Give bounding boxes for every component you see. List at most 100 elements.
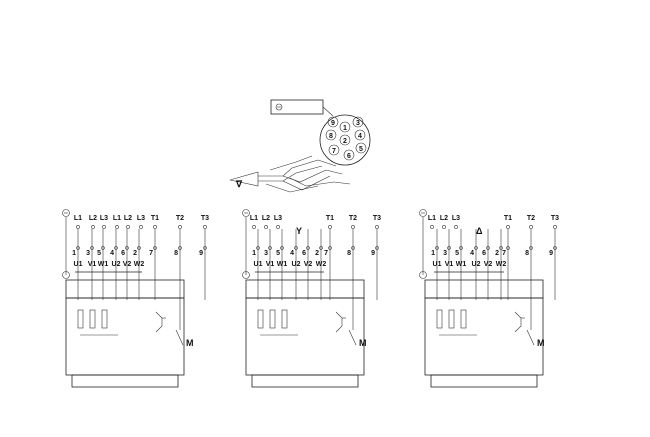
pin-terminal — [280, 246, 284, 250]
svg-text:2: 2 — [343, 138, 347, 145]
pin-number: 8 — [347, 250, 351, 257]
plug-pin-3: 3 — [352, 116, 364, 128]
pin-number: 8 — [525, 250, 529, 257]
top-terminal — [153, 225, 157, 229]
pin-terminal — [178, 246, 182, 250]
winding-coil — [89, 309, 96, 329]
top-terminal — [102, 225, 106, 229]
plug-pin-4: 4 — [354, 129, 366, 141]
top-label-t1: T1 — [326, 215, 334, 222]
top-label-l3: L3 — [274, 215, 282, 222]
terminal-box — [424, 279, 544, 299]
pin-number: 4 — [290, 250, 294, 257]
winding-label-w1: W1 — [98, 261, 109, 268]
pin-number: 5 — [455, 250, 459, 257]
top-terminal — [506, 225, 510, 229]
top-label-l1: L1 — [428, 215, 436, 222]
top-terminal — [442, 225, 446, 229]
top-label-t2: T2 — [176, 215, 184, 222]
top-label-t3: T3 — [373, 215, 381, 222]
star-connection-symbol: Y — [296, 226, 302, 236]
pin-number: 7 — [502, 250, 506, 257]
pin-terminal — [447, 246, 451, 250]
plug-pin-6: 6 — [343, 149, 355, 161]
pin-number: 2 — [495, 250, 499, 257]
top-label-t1: T1 — [151, 215, 159, 222]
top-label-t2: T2 — [349, 215, 357, 222]
pin-terminal — [375, 246, 379, 250]
top-label-l3: L3 — [100, 215, 108, 222]
top-terminal — [276, 225, 280, 229]
top-label-l3: L3 — [137, 215, 145, 222]
pin-terminal — [553, 246, 557, 250]
pin-terminal — [90, 246, 94, 250]
top-label-t3: T3 — [551, 215, 559, 222]
pin-number: 7 — [149, 250, 153, 257]
ground-terminal-icon — [419, 271, 427, 279]
winding-label-u2: U2 — [292, 261, 301, 268]
pin-terminal — [474, 246, 478, 250]
top-label-t1: T1 — [504, 215, 512, 222]
motor-housing — [65, 297, 185, 376]
motor-base — [251, 374, 359, 388]
pin-number: 5 — [276, 250, 280, 257]
ground-terminal-icon — [242, 271, 250, 279]
winding-label-w1: W1 — [277, 261, 288, 268]
winding-coil — [448, 309, 455, 329]
motor-label: M — [186, 338, 194, 348]
svg-text:6: 6 — [347, 153, 351, 160]
direction-mark: ∇ — [235, 179, 243, 189]
winding-label-v1: V1 — [266, 261, 275, 268]
winding-label-u1: U1 — [74, 261, 83, 268]
pin-terminal — [319, 246, 323, 250]
pin-number: 7 — [324, 250, 328, 257]
pin-terminal — [137, 246, 141, 250]
pin-terminal — [506, 246, 510, 250]
pin-number: 9 — [549, 250, 553, 257]
pin-terminal — [153, 246, 157, 250]
plug-connector: 9 1 3 8 2 4 7 6 5 — [270, 99, 371, 166]
plug-pin-1: 1 — [339, 121, 351, 133]
plug-pin-2: 2 — [339, 134, 351, 146]
ground-icon — [275, 103, 283, 111]
svg-text:5: 5 — [359, 146, 363, 153]
top-terminal — [328, 225, 332, 229]
top-terminal — [252, 225, 256, 229]
pin-number: 4 — [110, 250, 114, 257]
motor-housing — [424, 297, 544, 376]
terminal-box — [65, 279, 185, 299]
top-terminal — [553, 225, 557, 229]
winding-label-v2: V2 — [123, 261, 132, 268]
pin-number: 8 — [174, 250, 178, 257]
pin-number: 9 — [371, 250, 375, 257]
plug-pin-5: 5 — [355, 142, 367, 154]
top-terminal — [115, 225, 119, 229]
winding-label-v2: V2 — [484, 261, 493, 268]
winding-label-w1: W1 — [456, 261, 467, 268]
top-terminal — [139, 225, 143, 229]
pin-number: 6 — [302, 250, 306, 257]
top-terminal — [430, 225, 434, 229]
pin-number: 4 — [470, 250, 474, 257]
pin-terminal — [76, 246, 80, 250]
svg-text:1: 1 — [343, 125, 347, 132]
winding-label-u2: U2 — [472, 261, 481, 268]
top-label-l1: L1 — [250, 215, 258, 222]
pin-terminal — [101, 246, 105, 250]
pin-terminal — [268, 246, 272, 250]
winding-label-v2: V2 — [304, 261, 313, 268]
winding-label-w2: W2 — [316, 261, 327, 268]
svg-text:8: 8 — [329, 133, 333, 140]
pin-terminal — [499, 246, 503, 250]
winding-label-u1: U1 — [433, 261, 442, 268]
top-label-l1: L1 — [113, 215, 121, 222]
plug-pin-9: 9 — [327, 116, 339, 128]
motor-contact — [175, 329, 184, 346]
motor-contact — [526, 329, 535, 346]
top-terminal — [375, 225, 379, 229]
top-terminal — [351, 225, 355, 229]
terminal-box — [245, 279, 365, 299]
pin-number: 3 — [443, 250, 447, 257]
